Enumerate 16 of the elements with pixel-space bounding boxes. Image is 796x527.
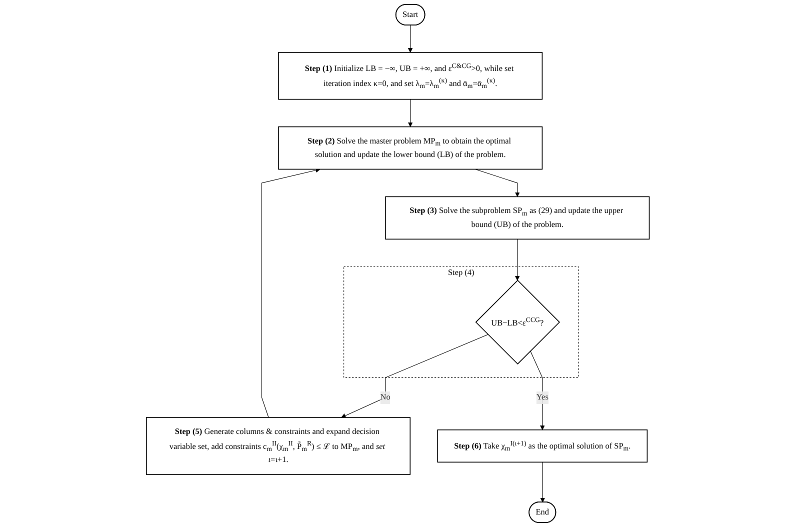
- arrow: [540, 462, 546, 502]
- arrow: [408, 99, 413, 127]
- node-diamond: UB−LB<ε$^{CCG}$?: [475, 280, 560, 365]
- node-box: Step (5) Generate columns & constraints and expand decision variable set, add constraints c$_{m}$$^{II}$(χ$_{m}$$^{II}$, P̃$_{m}$$^{R}$) ≤ ℒ to MP$_{m}$, and set ι=ι+1.: [146, 417, 411, 475]
- arrow: [262, 168, 321, 418]
- edge-label: No: [380, 393, 391, 402]
- edge-label: Yes: [536, 393, 549, 402]
- node-box: Step (1) Initialize LB = −∞, UB = +∞, and ε$^{C&CG}$>0, while set iteration index κ=0, and set λ$_{m}$=λ$_{m}$$^{(κ)}$ and ᾱ$_{m}$=ᾱ$_{m}$$^{(κ)}$.: [278, 52, 543, 100]
- node-box: Step (2) Solve the master problem MP$_{m}$ to obtain the optimal solution and update the lower bound (LB) of the problem.: [278, 126, 543, 170]
- arrow: [475, 168, 520, 197]
- node-box: Step (3) Solve the subproblem SP$_{m}$ as (29) and update the upper bound (UB) of the problem.: [385, 196, 650, 240]
- arrow: [341, 334, 488, 418]
- node-box: Step (6) Take χ$_{m}$$^{I(ι+1)}$ as the optimal solution of SP$_{m}$.: [437, 429, 648, 463]
- arrow: [530, 350, 545, 430]
- arrow: [408, 25, 413, 53]
- arrow: [515, 238, 520, 281]
